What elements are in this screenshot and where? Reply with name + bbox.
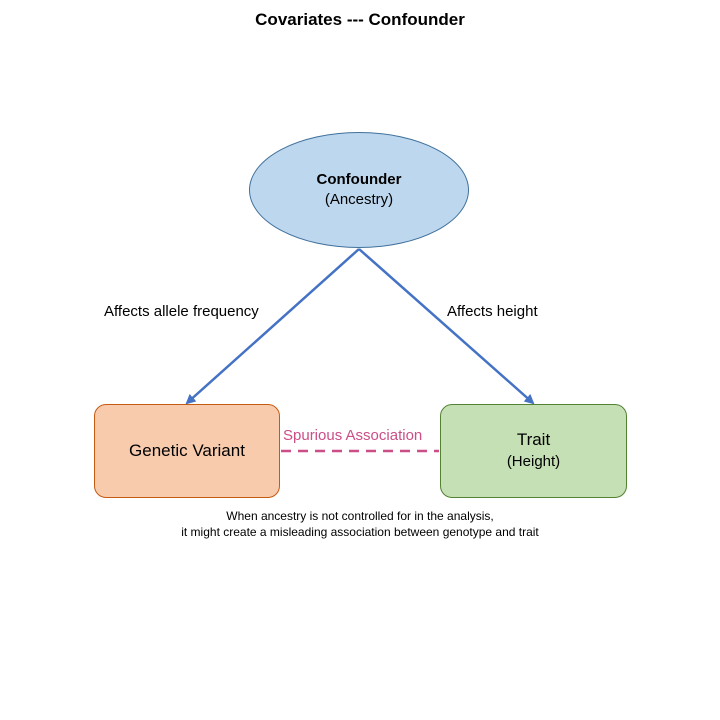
genetic-variant-node: Genetic Variant [94,404,280,498]
spurious-association-label: Spurious Association [283,427,423,444]
edge-label-height: Affects height [447,303,538,320]
caption-line-1: When ancestry is not controlled for in t… [226,509,494,523]
trait-node: Trait (Height) [440,404,627,498]
arrow-confounder-to-trait [358,248,535,405]
trait-sublabel: (Height) [506,453,561,470]
diagram-caption: When ancestry is not controlled for in t… [0,508,720,540]
caption-line-2: it might create a misleading association… [181,525,539,539]
confounder-sublabel: (Ancestry) [324,191,394,208]
genetic-variant-label: Genetic Variant [129,441,245,460]
confounder-node: Confounder (Ancestry) [249,132,469,248]
edge-label-allele-frequency: Affects allele frequency [104,303,259,320]
trait-label: Trait [516,430,551,449]
arrow-confounder-to-variant [185,248,360,405]
diagram-title: Covariates --- Confounder [255,10,465,29]
confounder-label: Confounder [316,171,402,188]
